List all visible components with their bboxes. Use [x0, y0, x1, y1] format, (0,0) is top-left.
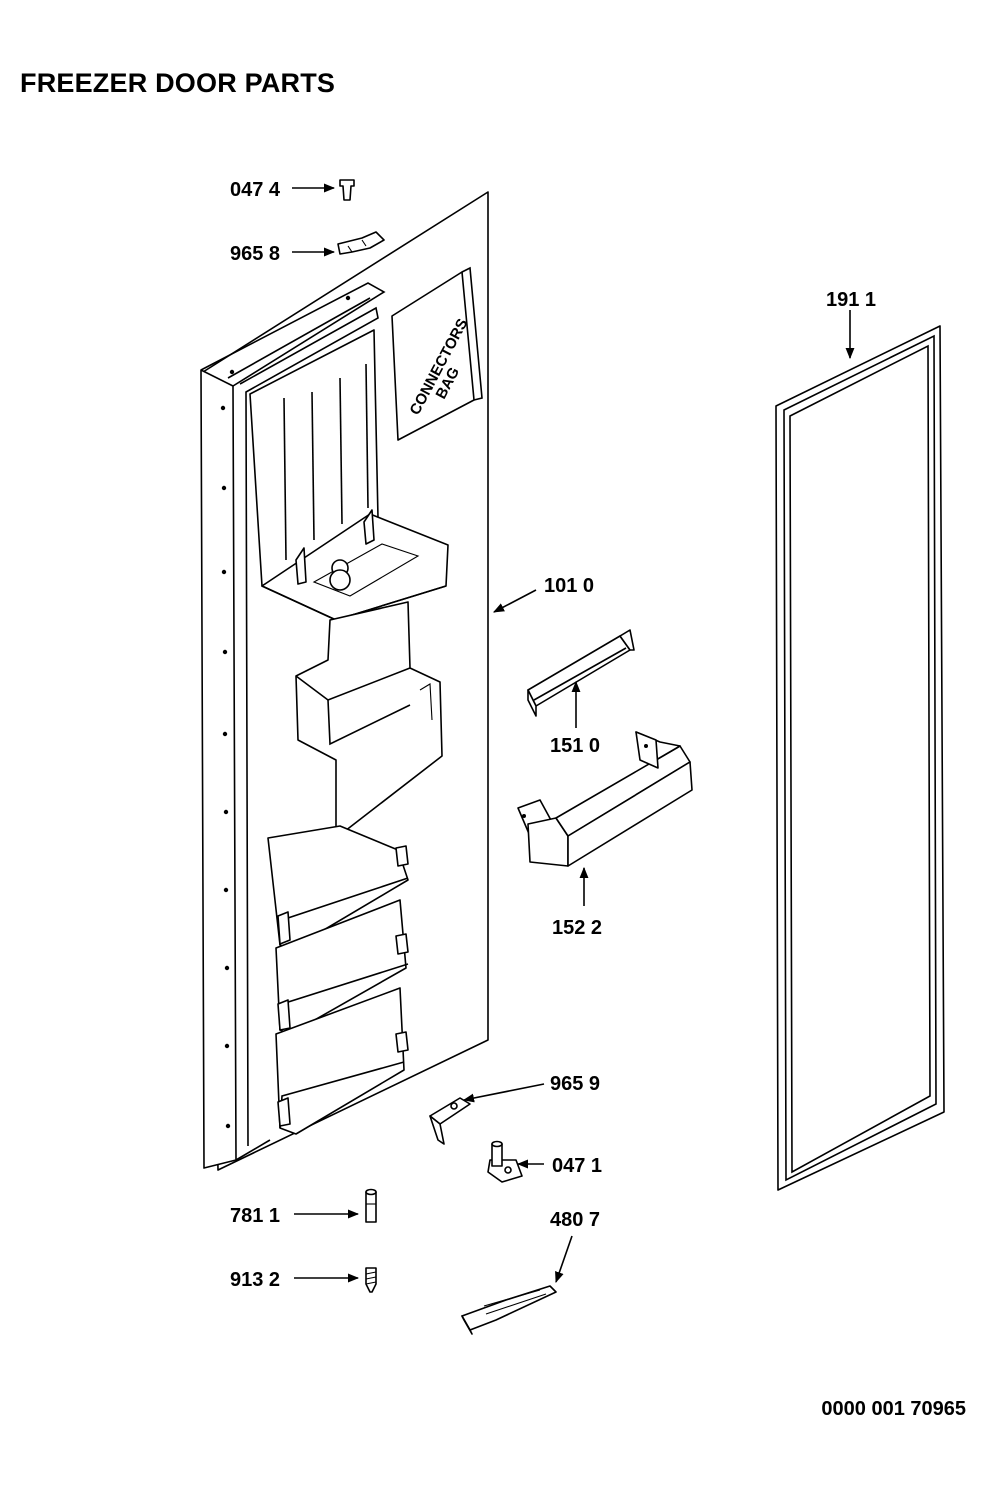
callout-965-8: 965 8: [230, 243, 280, 265]
part-965-8-hinge: [337, 231, 385, 255]
document-number: 0000 001 70965: [821, 1398, 966, 1420]
connectors-bag: CONNECTORS BAG: [391, 266, 483, 441]
callout-152-2: 152 2: [552, 917, 602, 939]
callout-101-0: 101 0: [544, 575, 594, 597]
door-edge-screw-holes: [220, 295, 351, 1129]
part-781-1-pin: [365, 1188, 377, 1223]
part-480-7-handle: [461, 1285, 557, 1335]
callout-047-4: 047 4: [230, 179, 281, 201]
callout-480-7: 480 7: [550, 1209, 600, 1231]
callout-191-1: 191 1: [826, 289, 876, 311]
callout-047-1: 047 1: [552, 1155, 602, 1177]
leader-lines: [292, 183, 855, 1284]
callout-965-9: 965 9: [550, 1073, 600, 1095]
callout-781-1: 781 1: [230, 1205, 280, 1227]
part-913-2-screw: [365, 1267, 377, 1293]
door-liner-panel: [200, 191, 489, 1171]
part-047-1-hinge-pin: [487, 1140, 523, 1183]
door-bin: [517, 731, 693, 867]
part-965-9-bracket: [429, 1097, 471, 1145]
callout-151-0: 151 0: [550, 735, 600, 757]
part-047-4-screw: [339, 179, 355, 201]
callout-913-2: 913 2: [230, 1269, 280, 1291]
door-gasket: [775, 325, 945, 1191]
page-title: FREEZER DOOR PARTS: [20, 68, 336, 98]
shelf-rail: [527, 629, 635, 717]
